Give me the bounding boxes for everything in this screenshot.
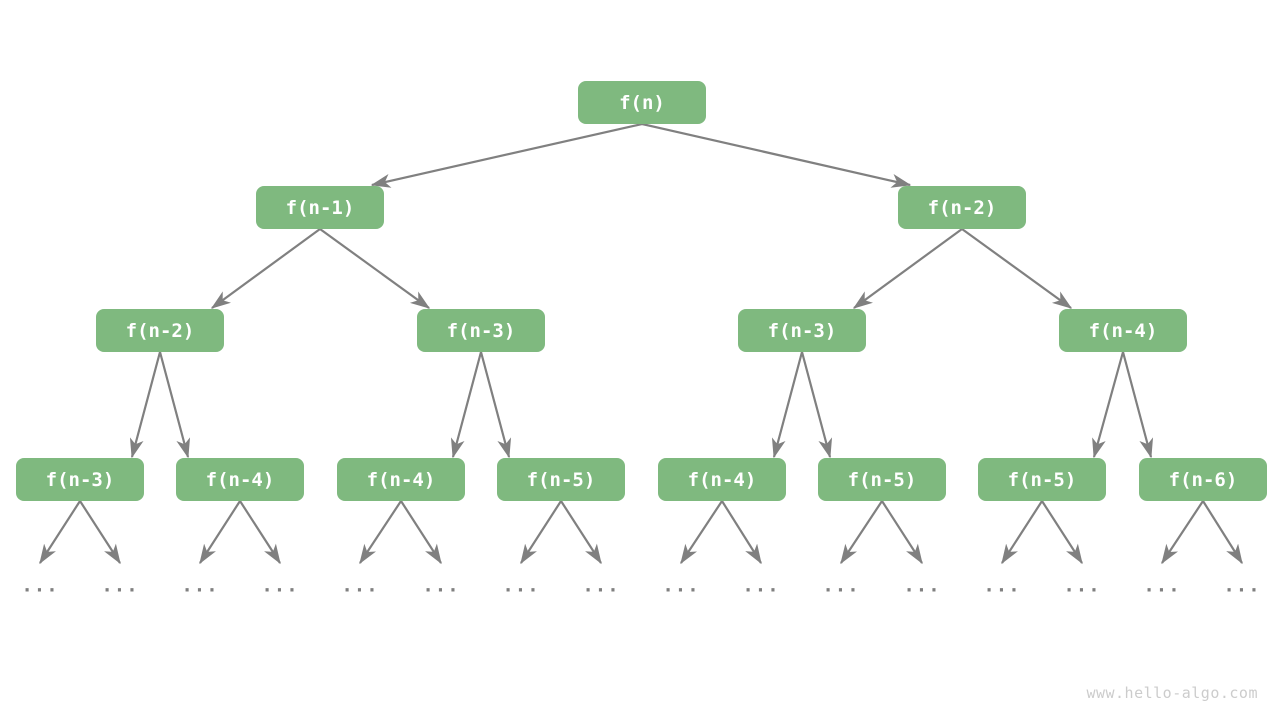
- node-label: f(n-3): [447, 320, 516, 342]
- leaf-edge-n11-8: [680, 500, 723, 565]
- leaf-edges-layer: [39, 500, 1243, 565]
- leaf-edge-n9-5: [400, 500, 442, 565]
- tree-node-n0[interactable]: f(n): [578, 81, 706, 124]
- tree-node-n2[interactable]: f(n-2): [898, 186, 1026, 229]
- leaf-ellipsis: ...: [822, 575, 859, 597]
- node-box: [898, 186, 1026, 229]
- leaf-edge-n11-9: [721, 500, 762, 565]
- tree-edge-n1-to-n3: [210, 228, 321, 309]
- tree-node-n9[interactable]: f(n-4): [337, 458, 465, 501]
- node-label: f(n-6): [1169, 469, 1238, 491]
- node-label: f(n-2): [928, 197, 997, 219]
- node-label: f(n-4): [688, 469, 757, 491]
- node-box: [1059, 309, 1187, 352]
- leaf-ellipsis: ...: [21, 575, 58, 597]
- leaf-ellipsis: ...: [662, 575, 699, 597]
- leaf-edge-n14-14: [1161, 500, 1204, 565]
- tree-node-n12[interactable]: f(n-5): [818, 458, 946, 501]
- watermark-label: www.hello-algo.com: [1086, 684, 1258, 702]
- leaf-ellipsis: ...: [983, 575, 1020, 597]
- leaf-ellipsis: ...: [422, 575, 459, 597]
- node-box: [417, 309, 545, 352]
- leaf-edge-n13-13: [1041, 500, 1083, 565]
- tree-edge-n4-to-n9: [450, 351, 483, 459]
- leaf-edge-n10-7: [560, 500, 602, 565]
- node-box: [978, 458, 1106, 501]
- leaf-edge-n7-0: [39, 500, 81, 565]
- node-box: [658, 458, 786, 501]
- node-label: f(n-5): [527, 469, 596, 491]
- leaf-ellipsis: ...: [1223, 575, 1260, 597]
- leaf-ellipsis: ...: [582, 575, 619, 597]
- tree-node-n14[interactable]: f(n-6): [1139, 458, 1267, 501]
- leaf-edge-n8-2: [199, 500, 241, 565]
- tree-node-n6[interactable]: f(n-4): [1059, 309, 1187, 352]
- node-box: [738, 309, 866, 352]
- leaf-ellipsis: ...: [261, 575, 298, 597]
- tree-edge-n2-to-n5: [852, 228, 963, 309]
- tree-edge-n5-to-n12: [800, 351, 833, 459]
- tree-node-n3[interactable]: f(n-2): [96, 309, 224, 352]
- node-label: f(n-5): [848, 469, 917, 491]
- node-label: f(n-3): [768, 320, 837, 342]
- tree-edge-n0-to-n1: [370, 122, 643, 188]
- tree-node-n10[interactable]: f(n-5): [497, 458, 625, 501]
- edges-layer: [129, 122, 1154, 459]
- leaf-ellipsis: ...: [1063, 575, 1100, 597]
- tree-edge-n2-to-n6: [961, 228, 1073, 309]
- leaf-ellipsis: ...: [1143, 575, 1180, 597]
- node-label: f(n): [619, 92, 665, 114]
- leaf-ellipsis: ...: [502, 575, 539, 597]
- tree-node-n8[interactable]: f(n-4): [176, 458, 304, 501]
- leaf-edge-n8-3: [239, 500, 281, 565]
- leaf-edge-n14-15: [1202, 500, 1243, 565]
- tree-node-n11[interactable]: f(n-4): [658, 458, 786, 501]
- node-label: f(n-1): [286, 197, 355, 219]
- leaf-edge-n10-6: [520, 500, 562, 565]
- leaf-edge-n7-1: [79, 500, 121, 565]
- tree-node-n5[interactable]: f(n-3): [738, 309, 866, 352]
- node-box: [497, 458, 625, 501]
- node-label: f(n-4): [367, 469, 436, 491]
- tree-edge-n0-to-n2: [641, 122, 912, 188]
- node-box: [16, 458, 144, 501]
- leaf-ellipsis: ...: [181, 575, 218, 597]
- tree-edge-n3-to-n7: [129, 351, 162, 459]
- tree-edge-n4-to-n10: [479, 351, 512, 459]
- leaf-edge-n12-11: [881, 500, 923, 565]
- node-box: [1139, 458, 1267, 501]
- tree-edge-n5-to-n11: [771, 351, 804, 459]
- node-box: [176, 458, 304, 501]
- node-box: [578, 81, 706, 124]
- leaf-ellipsis: ...: [101, 575, 138, 597]
- node-box: [256, 186, 384, 229]
- nodes-layer: f(n) f(n-1) f(n-2) f(n-2) f(n-3) f(n-3) f(n-4)…: [16, 81, 1267, 501]
- tree-node-n1[interactable]: f(n-1): [256, 186, 384, 229]
- tree-node-n4[interactable]: f(n-3): [417, 309, 545, 352]
- tree-edge-n6-to-n14: [1121, 351, 1154, 459]
- tree-edge-n6-to-n13: [1092, 351, 1125, 459]
- node-label: f(n-2): [126, 320, 195, 342]
- leaf-ellipsis-layer: ........................................…: [21, 575, 1260, 597]
- leaf-ellipsis: ...: [742, 575, 779, 597]
- node-box: [96, 309, 224, 352]
- leaf-edge-n12-10: [840, 500, 883, 565]
- node-box: [818, 458, 946, 501]
- leaf-ellipsis: ...: [341, 575, 378, 597]
- tree-edge-n3-to-n8: [158, 351, 191, 459]
- node-label: f(n-5): [1008, 469, 1077, 491]
- node-label: f(n-3): [46, 469, 115, 491]
- leaf-edge-n13-12: [1001, 500, 1043, 565]
- node-label: f(n-4): [1089, 320, 1158, 342]
- node-label: f(n-4): [206, 469, 275, 491]
- node-box: [337, 458, 465, 501]
- tree-edge-n1-to-n4: [319, 228, 431, 309]
- leaf-ellipsis: ...: [903, 575, 940, 597]
- tree-node-n7[interactable]: f(n-3): [16, 458, 144, 501]
- tree-node-n13[interactable]: f(n-5): [978, 458, 1106, 501]
- leaf-edge-n9-4: [359, 500, 402, 565]
